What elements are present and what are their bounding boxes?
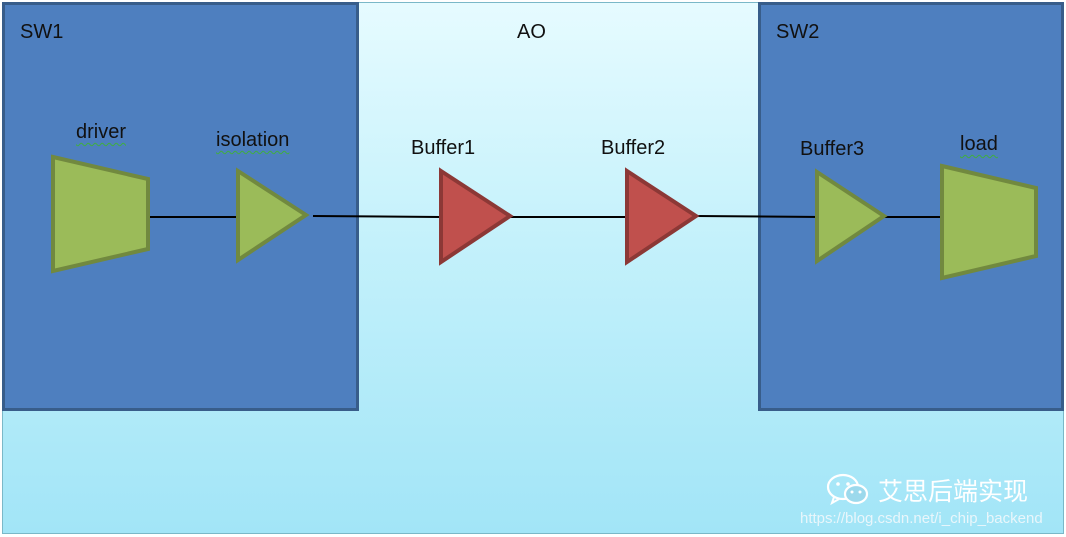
buffer2-cell xyxy=(625,167,700,266)
ao-label: AO xyxy=(517,21,546,43)
watermark-account-name: 艾思后端实现 xyxy=(878,477,1029,506)
load-label: load xyxy=(960,133,998,155)
buffer1-cell xyxy=(439,167,514,266)
buffer3-cell xyxy=(815,168,888,265)
driver-label: driver xyxy=(76,121,127,143)
sw1-label: SW1 xyxy=(20,21,64,43)
wechat-icon xyxy=(826,473,869,506)
buffer3-label: Buffer3 xyxy=(800,138,865,160)
buffer2-label: Buffer2 xyxy=(601,137,666,159)
wire-buffer2-buffer3 xyxy=(695,215,824,218)
buffer1-label: Buffer1 xyxy=(411,137,476,159)
wire-isolation-buffer1 xyxy=(312,215,441,218)
isolation-cell xyxy=(236,167,310,264)
watermark-account: 艾思后端实现 xyxy=(826,472,1028,508)
load-cell xyxy=(940,163,1038,281)
driver-cell xyxy=(51,154,150,274)
isolation-label: isolation xyxy=(216,129,290,151)
sw2-label: SW2 xyxy=(776,21,820,43)
watermark-url: https://blog.csdn.net/i_chip_backend xyxy=(800,510,1043,527)
